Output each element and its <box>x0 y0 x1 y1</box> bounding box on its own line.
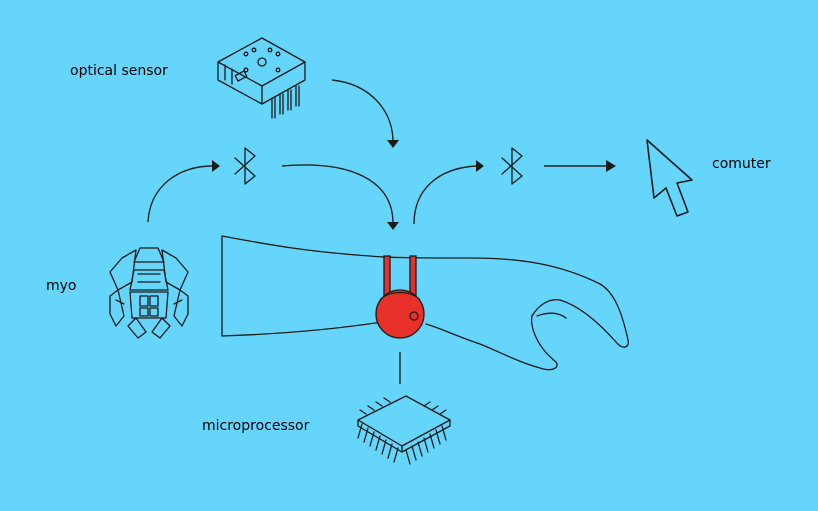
arrow-bluetooth-to-computer <box>544 160 616 172</box>
cursor-icon <box>646 139 693 217</box>
myo-label: myo <box>46 278 77 294</box>
optical-sensor-icon <box>217 37 306 119</box>
optical-sensor-label: optical sensor <box>70 63 168 79</box>
bluetooth-icon <box>501 147 523 185</box>
microprocessor-label: microprocessor <box>202 418 310 434</box>
bluetooth-icon <box>234 147 256 185</box>
arrow-bluetooth-to-wrist <box>281 164 399 230</box>
microchip-icon <box>357 395 451 465</box>
arrow-optical-to-wrist <box>331 79 399 148</box>
wristband-device-icon <box>375 255 425 339</box>
myo-armband-icon <box>109 247 189 339</box>
arrow-wrist-to-bluetooth <box>413 160 484 225</box>
computer-label: comuter <box>712 156 771 172</box>
arrow-myo-to-bluetooth <box>147 160 220 223</box>
forearm-outline <box>221 235 629 371</box>
